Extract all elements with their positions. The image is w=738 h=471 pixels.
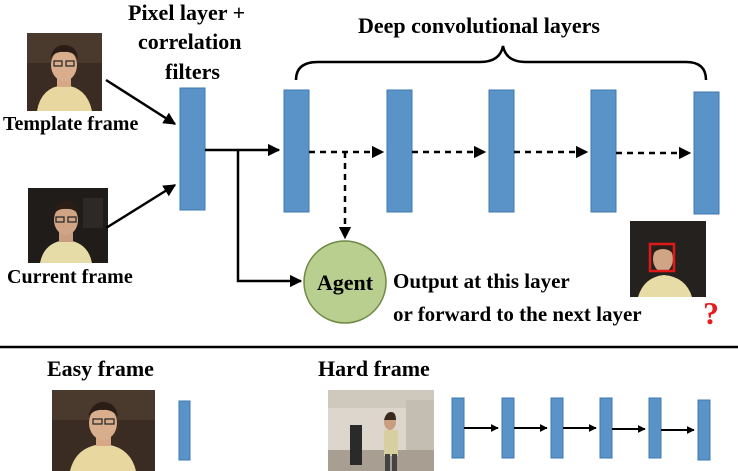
hard-layer-2 <box>501 397 515 459</box>
pixel-layer-label-line2: correlation <box>138 29 242 54</box>
pixel-layer-block <box>179 87 206 211</box>
pixel-to-agent-arrow <box>236 150 303 288</box>
conv-layer-1 <box>283 89 310 213</box>
template-frame-image <box>27 33 102 111</box>
agent-node <box>303 240 387 324</box>
hard-frame-image <box>328 390 434 471</box>
hard-layer-4 <box>599 397 613 459</box>
current-frame-image <box>28 188 108 263</box>
current-frame-label: Current frame <box>7 266 133 288</box>
pixel-layer-label-line1: Pixel layer + <box>128 0 246 25</box>
output-frame-image <box>630 221 706 297</box>
output-question-line2: or forward to the next layer <box>393 302 642 326</box>
hard-layer-3 <box>550 397 564 459</box>
question-mark: ? <box>703 295 719 331</box>
current-to-pixel-arrow <box>105 183 177 230</box>
template-frame-label: Template frame <box>3 113 139 135</box>
easy-frame-image <box>52 390 155 471</box>
hard-layer-6 <box>697 399 711 461</box>
deep-layers-bracket <box>294 45 708 81</box>
detection-box <box>648 242 676 273</box>
pixel-layer-label-line3: filters <box>165 59 220 84</box>
conv-layer-3 <box>488 89 515 213</box>
output-question-line1: Output at this layer <box>393 269 570 293</box>
easy-layer-block <box>178 400 191 461</box>
deep-layers-label: Deep convolutional layers <box>358 13 600 38</box>
agent-label: Agent <box>317 270 374 295</box>
template-to-pixel-arrow <box>105 78 177 126</box>
easy-frame-label: Easy frame <box>47 356 154 381</box>
hard-frame-label: Hard frame <box>318 356 430 381</box>
hard-layer-5 <box>648 397 662 459</box>
hard-layer-1 <box>451 397 465 459</box>
conv-layer-4 <box>590 89 617 213</box>
conv-layer-2 <box>386 89 413 213</box>
conv-layer-5 <box>693 91 720 215</box>
